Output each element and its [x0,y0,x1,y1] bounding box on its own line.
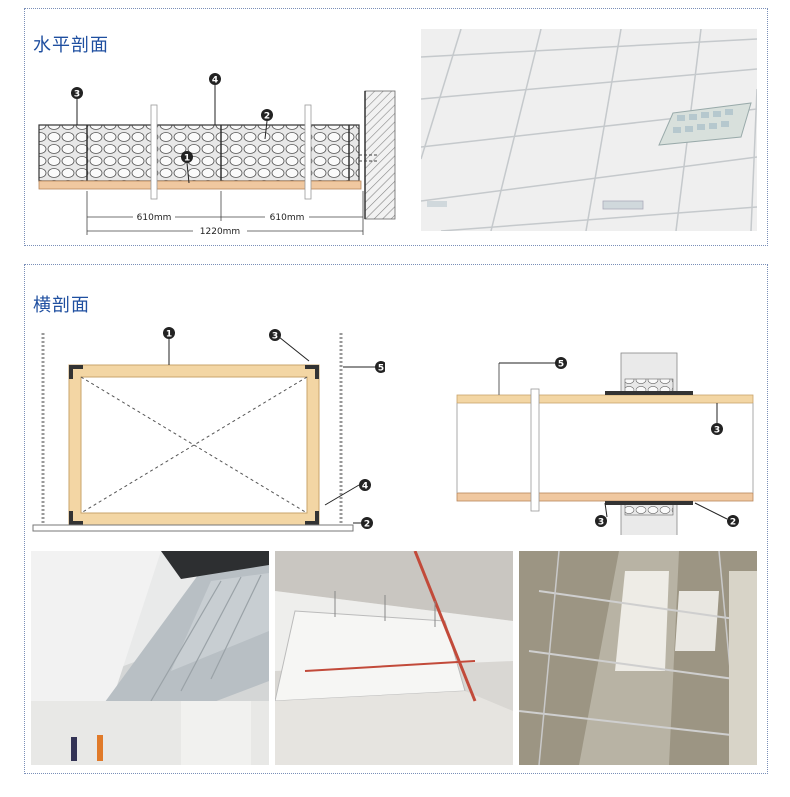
horizontal-section-title: 水平剖面 [33,35,109,56]
horizontal-section-panel: 水平剖面 3 4 [24,8,768,246]
dimension-610-right: 610mm [270,213,305,223]
callout-5: 5 [558,360,564,370]
duct-installation-photo-3 [519,551,757,765]
duct-top-wall [456,394,754,404]
dimension-1220: 1220mm [200,227,240,237]
callout-3: 3 [74,90,80,100]
ceiling-grid-photo [421,29,757,231]
dimension-610-left: 610mm [137,213,172,223]
duct-installation-photo-2 [275,551,513,765]
horizontal-section-diagram: 3 4 2 1 610mm 610mm 1220mm [38,73,396,237]
callout-2: 2 [730,518,736,528]
callout-3: 3 [272,332,278,342]
cross-section-title: 横剖面 [33,295,90,316]
callout-4: 4 [362,482,368,492]
duct-installation-photo-1 [31,551,269,765]
callout-5: 5 [378,364,384,374]
callout-1: 1 [184,154,190,164]
callout-1: 1 [166,330,172,340]
hanger-rod-right [304,104,312,200]
callout-2: 2 [364,520,370,530]
base-plate [38,180,362,190]
support-bar [32,524,354,532]
hanger-rod-left [150,104,158,200]
duct-bottom-wall [456,492,754,502]
callout-3b: 3 [598,518,604,528]
callout-3: 3 [714,426,720,436]
duct-longitudinal-section-diagram: 5 3 3 2 [456,352,754,535]
cross-section-panel: 横剖面 1 3 5 4 2 [24,264,768,774]
callout-2: 2 [264,112,270,122]
hanger-rod [530,388,540,512]
duct-cross-section-diagram: 1 3 5 4 2 [32,327,385,532]
callout-4: 4 [212,76,218,86]
